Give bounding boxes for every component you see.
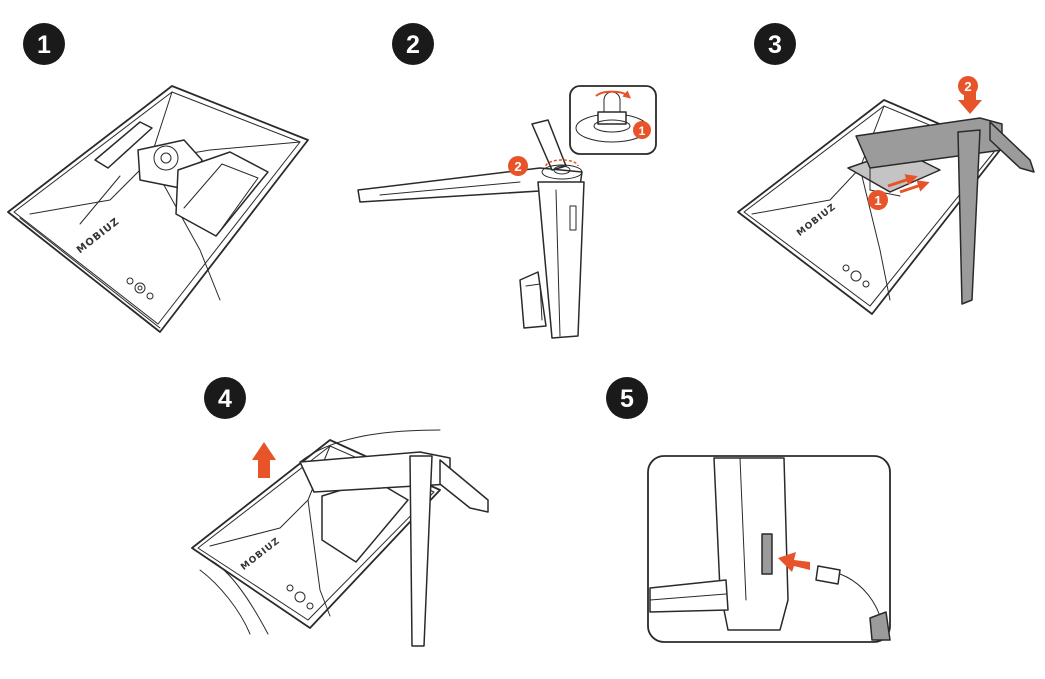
step-3-callout-2: 2	[958, 76, 978, 96]
svg-text:2: 2	[964, 79, 971, 94]
step-2-badge: 2	[392, 23, 434, 65]
step-4-badge: 4	[204, 377, 246, 419]
step-2-callout-1: 1	[633, 121, 651, 139]
svg-text:1: 1	[639, 124, 646, 138]
monitor-back-illustration: MOBIUZ	[7, 85, 309, 333]
svg-text:1: 1	[874, 193, 881, 208]
svg-text:5: 5	[620, 385, 634, 413]
step-4-panel: 4 MOBIUZ	[191, 377, 489, 647]
svg-text:1: 1	[37, 31, 51, 59]
step-1-panel: 1 MOBIUZ	[7, 23, 309, 333]
step-1-badge: 1	[23, 23, 65, 65]
svg-text:4: 4	[218, 385, 232, 413]
step-3-arrows	[887, 92, 982, 194]
step-3-badge: 3	[754, 23, 796, 65]
svg-text:2: 2	[406, 31, 420, 59]
svg-text:3: 3	[768, 31, 782, 59]
step-2-panel: 2 1 2	[357, 23, 657, 339]
power-cable-zoom-illustration	[647, 455, 891, 643]
step-2-callout-2: 2	[508, 156, 528, 176]
step-5-panel: 5	[606, 377, 891, 643]
monitor-with-stand-illustration: MOBIUZ	[737, 99, 1035, 315]
step-5-badge: 5	[606, 377, 648, 419]
svg-text:2: 2	[514, 159, 521, 174]
step-3-callout-1: 1	[868, 190, 888, 210]
thumbscrew-zoom-inset	[569, 85, 657, 155]
stand-base-illustration	[357, 119, 585, 339]
step-3-panel: 3 MOBIUZ 1 2	[737, 23, 1035, 315]
monitor-lift-illustration: MOBIUZ	[191, 429, 489, 647]
